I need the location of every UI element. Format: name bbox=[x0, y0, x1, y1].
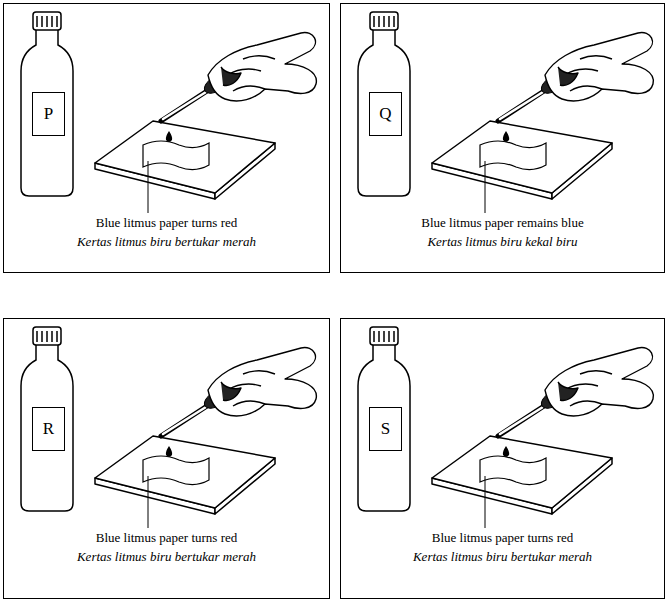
caption-translation: Kertas litmus biru bertukar merah bbox=[341, 549, 664, 565]
bottle-letter: Q bbox=[379, 104, 391, 124]
bottle-letter: R bbox=[43, 419, 54, 439]
caption: Blue litmus paper turns red bbox=[4, 530, 329, 546]
caption-translation: Kertas litmus biru bertukar merah bbox=[4, 234, 329, 250]
caption-translation: Kertas litmus biru kekal biru bbox=[341, 234, 664, 250]
caption: Blue litmus paper turns red bbox=[4, 215, 329, 231]
bottle-letter: S bbox=[381, 419, 390, 439]
bottle-label: P bbox=[32, 92, 65, 136]
bottle-label: R bbox=[32, 407, 65, 451]
bottle-label: Q bbox=[369, 92, 402, 136]
panel-illustration bbox=[21, 12, 316, 213]
experiment-panel: Blue litmus paper turns redKertas litmus… bbox=[3, 3, 330, 273]
panel-illustration bbox=[21, 327, 316, 528]
panel-illustration bbox=[358, 12, 653, 213]
experiment-panel: Blue litmus paper turns redKertas litmus… bbox=[3, 318, 330, 599]
bottle-letter: P bbox=[44, 104, 53, 124]
caption: Blue litmus paper remains blue bbox=[341, 215, 664, 231]
bottle-label: S bbox=[369, 407, 402, 451]
caption: Blue litmus paper turns red bbox=[341, 530, 664, 546]
experiment-panel: Blue litmus paper turns redKertas litmus… bbox=[340, 318, 665, 599]
caption-translation: Kertas litmus biru bertukar merah bbox=[4, 549, 329, 565]
panel-illustration bbox=[358, 327, 653, 528]
experiment-panel: Blue litmus paper remains blueKertas lit… bbox=[340, 3, 665, 273]
